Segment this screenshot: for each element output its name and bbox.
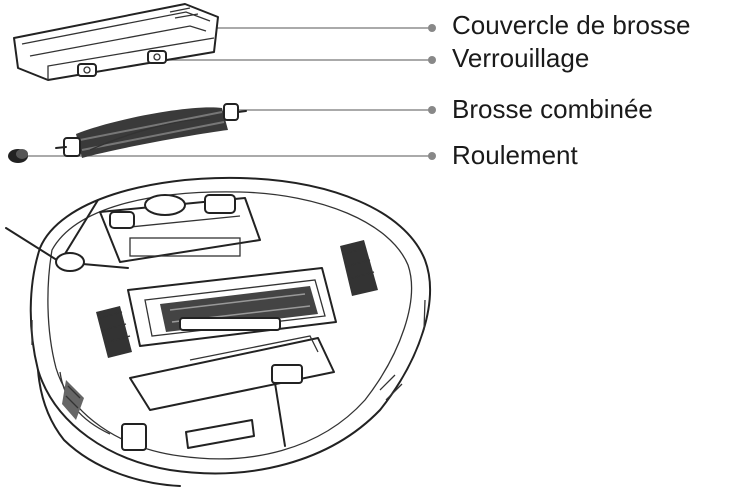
label-combo-brush: Brosse combinée bbox=[452, 94, 653, 124]
label-brush-cover: Couvercle de brosse bbox=[452, 10, 691, 40]
label-lock: Verrouillage bbox=[452, 43, 590, 73]
combo-brush-drawing bbox=[55, 103, 247, 158]
left-wheel bbox=[96, 306, 132, 358]
label-bearing: Roulement bbox=[452, 140, 578, 170]
leader-lines bbox=[28, 24, 436, 160]
leader-dot-lock bbox=[428, 56, 436, 64]
right-wheel bbox=[340, 240, 378, 296]
leader-dot-bearing bbox=[428, 152, 436, 160]
brush-cover-drawing bbox=[13, 3, 219, 81]
leader-dot-combo-brush bbox=[428, 106, 436, 114]
robot-vacuum-drawing bbox=[5, 176, 431, 487]
leader-dot-brush-cover bbox=[428, 24, 436, 32]
bearing-drawing bbox=[8, 149, 28, 163]
